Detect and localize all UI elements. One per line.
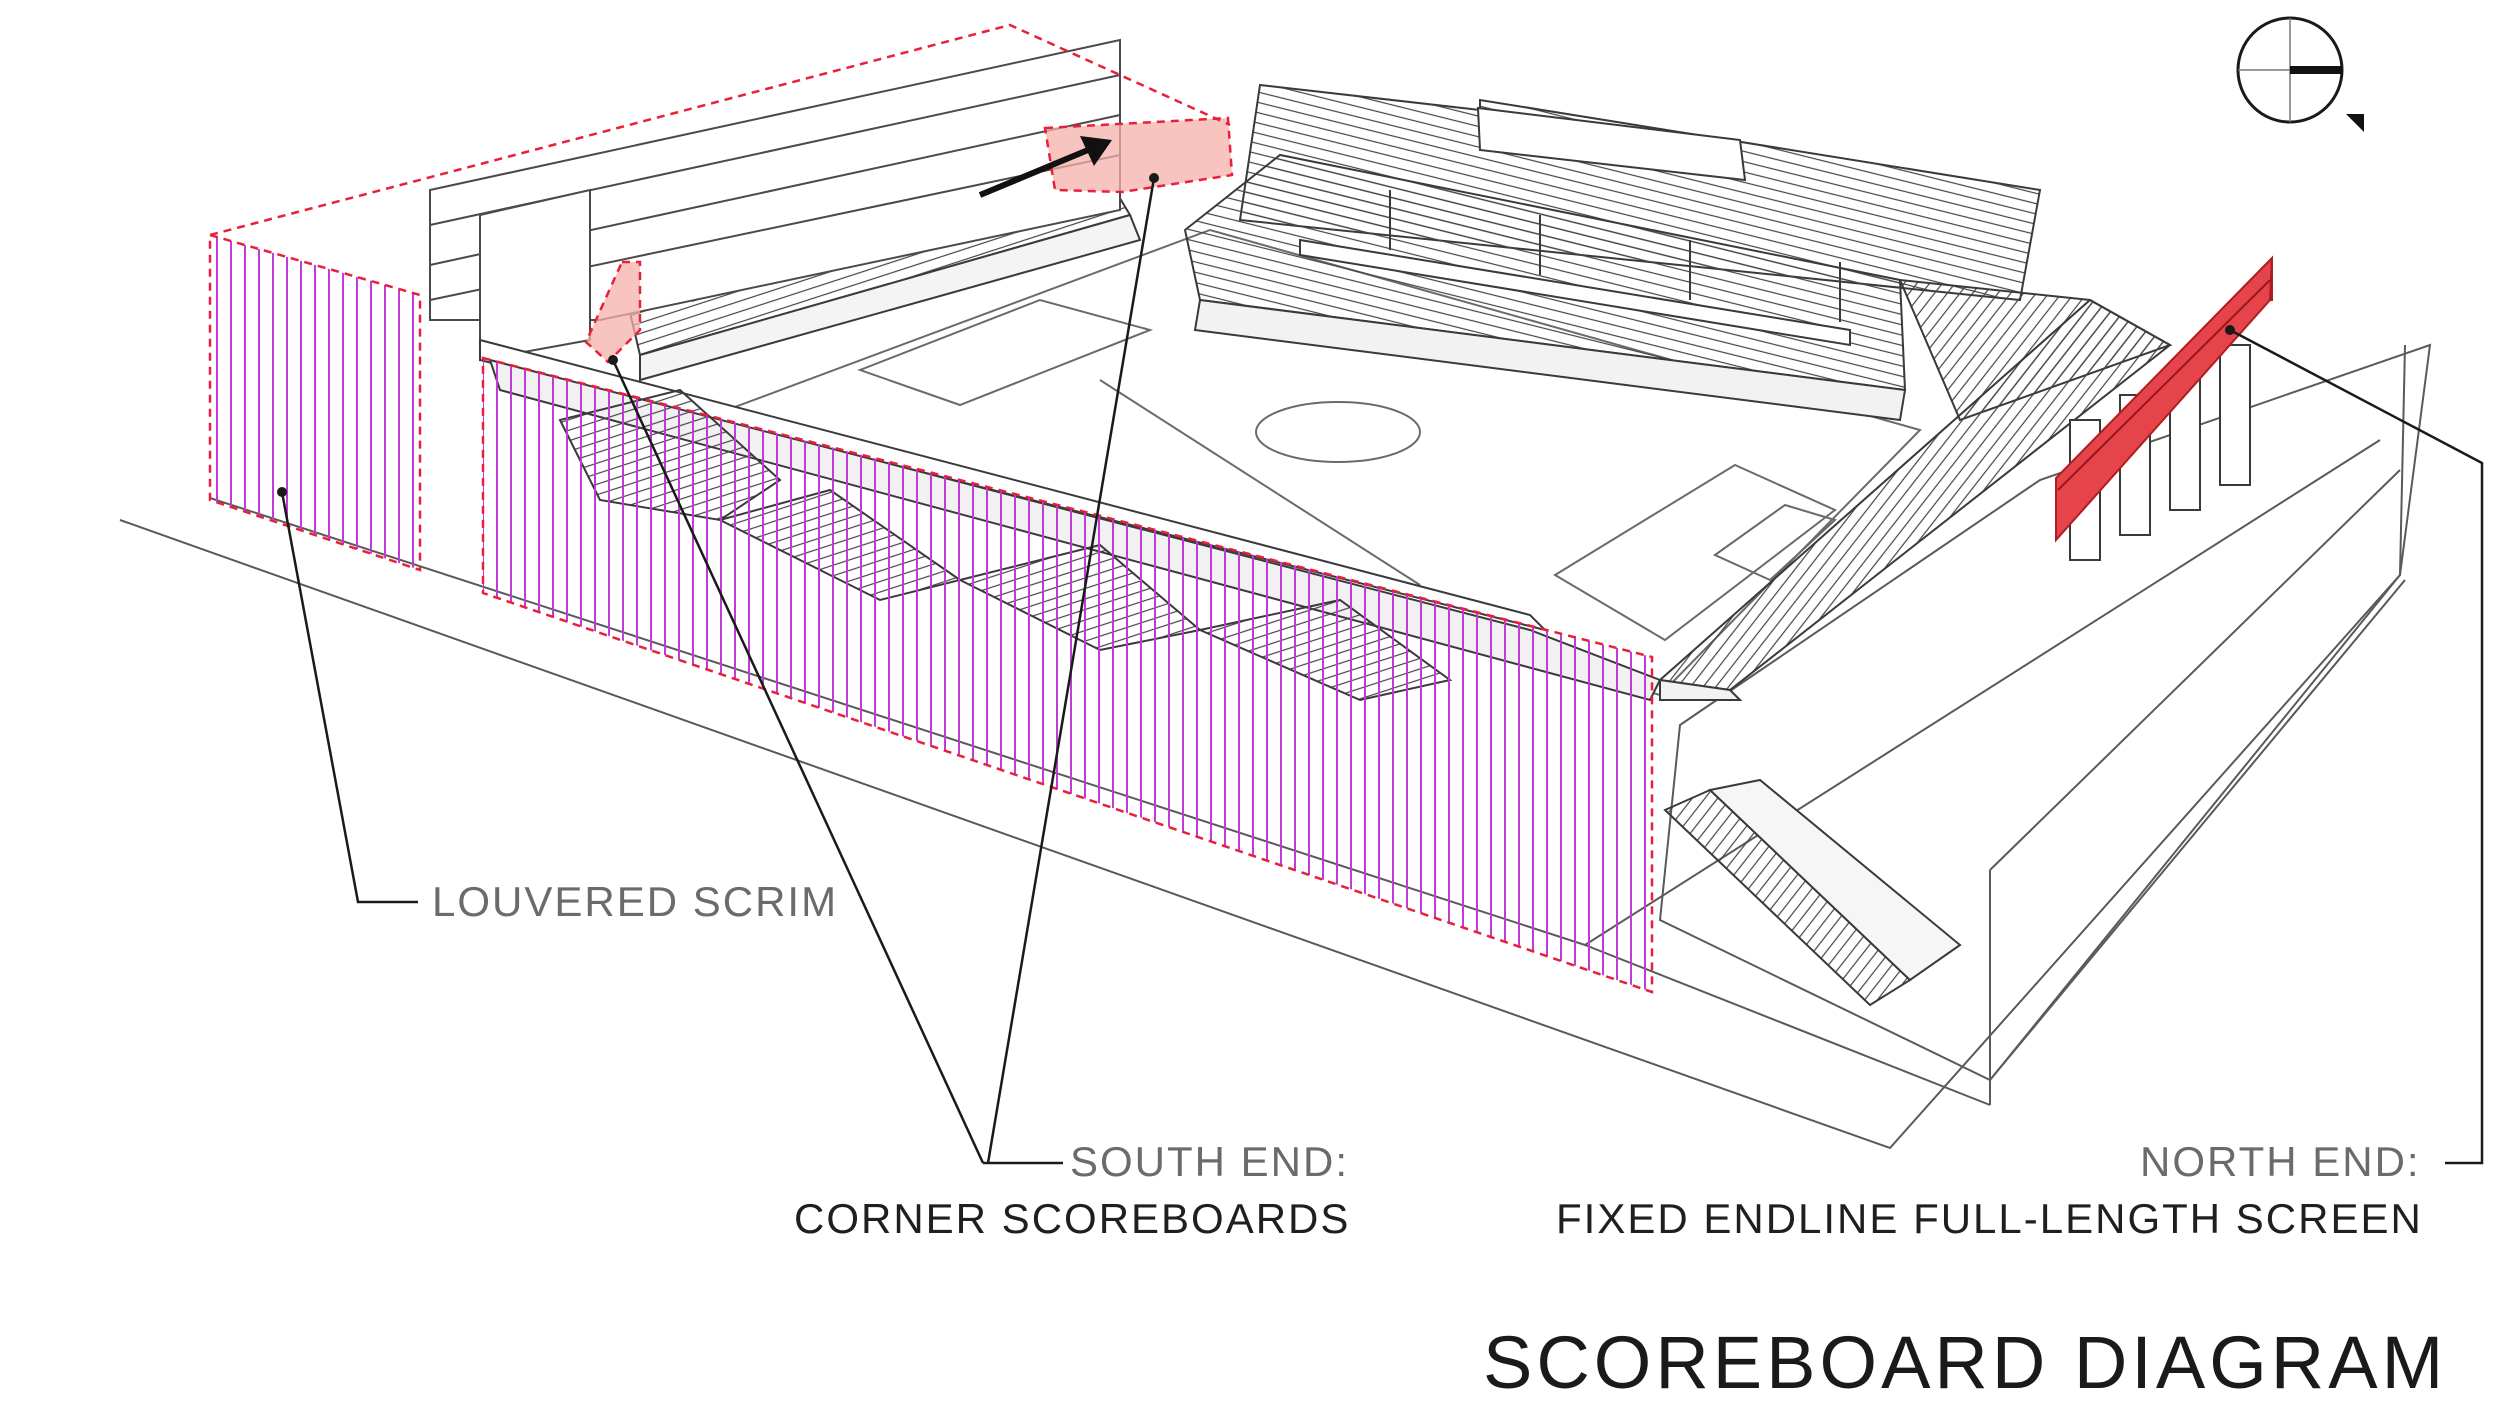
label-north-end-heading: NORTH END: <box>2140 1138 2421 1185</box>
main-grandstand <box>1183 83 2042 422</box>
louvered-scrim-south <box>481 356 1654 994</box>
leader-lines <box>280 177 2484 1165</box>
leader-north-end <box>2229 328 2484 1165</box>
label-south-end-detail: CORNER SCOREBOARDS <box>794 1195 1351 1242</box>
label-north-end-detail: FIXED ENDLINE FULL-LENGTH SCREEN <box>1556 1195 2423 1242</box>
corner-scoreboard-east <box>1043 116 1234 194</box>
diagram-title: SCOREBOARD DIAGRAM <box>1483 1321 2448 1404</box>
support-building <box>429 38 1121 362</box>
north-arrow-icon <box>2236 16 2364 132</box>
leader-dots <box>277 173 2235 497</box>
stadium-plinth <box>1658 343 2432 1082</box>
label-south-end-heading: SOUTH END: <box>1070 1138 1350 1185</box>
entry-stair <box>1663 778 1962 1007</box>
louvered-scrim-west <box>208 233 422 572</box>
canopy-columns <box>1389 190 1841 322</box>
view-direction-arrow <box>978 136 1112 198</box>
leader-louvered-scrim <box>280 491 418 904</box>
north-end-full-length-screen <box>2055 255 2274 543</box>
scrim-enclosure-outline <box>209 23 1231 237</box>
leader-corner-scoreboard-east <box>986 177 1156 1164</box>
leader-corner-scoreboard-west <box>611 359 985 1164</box>
corner-scoreboard-west <box>584 260 642 364</box>
label-louvered-scrim: LOUVERED SCRIM <box>432 878 839 925</box>
